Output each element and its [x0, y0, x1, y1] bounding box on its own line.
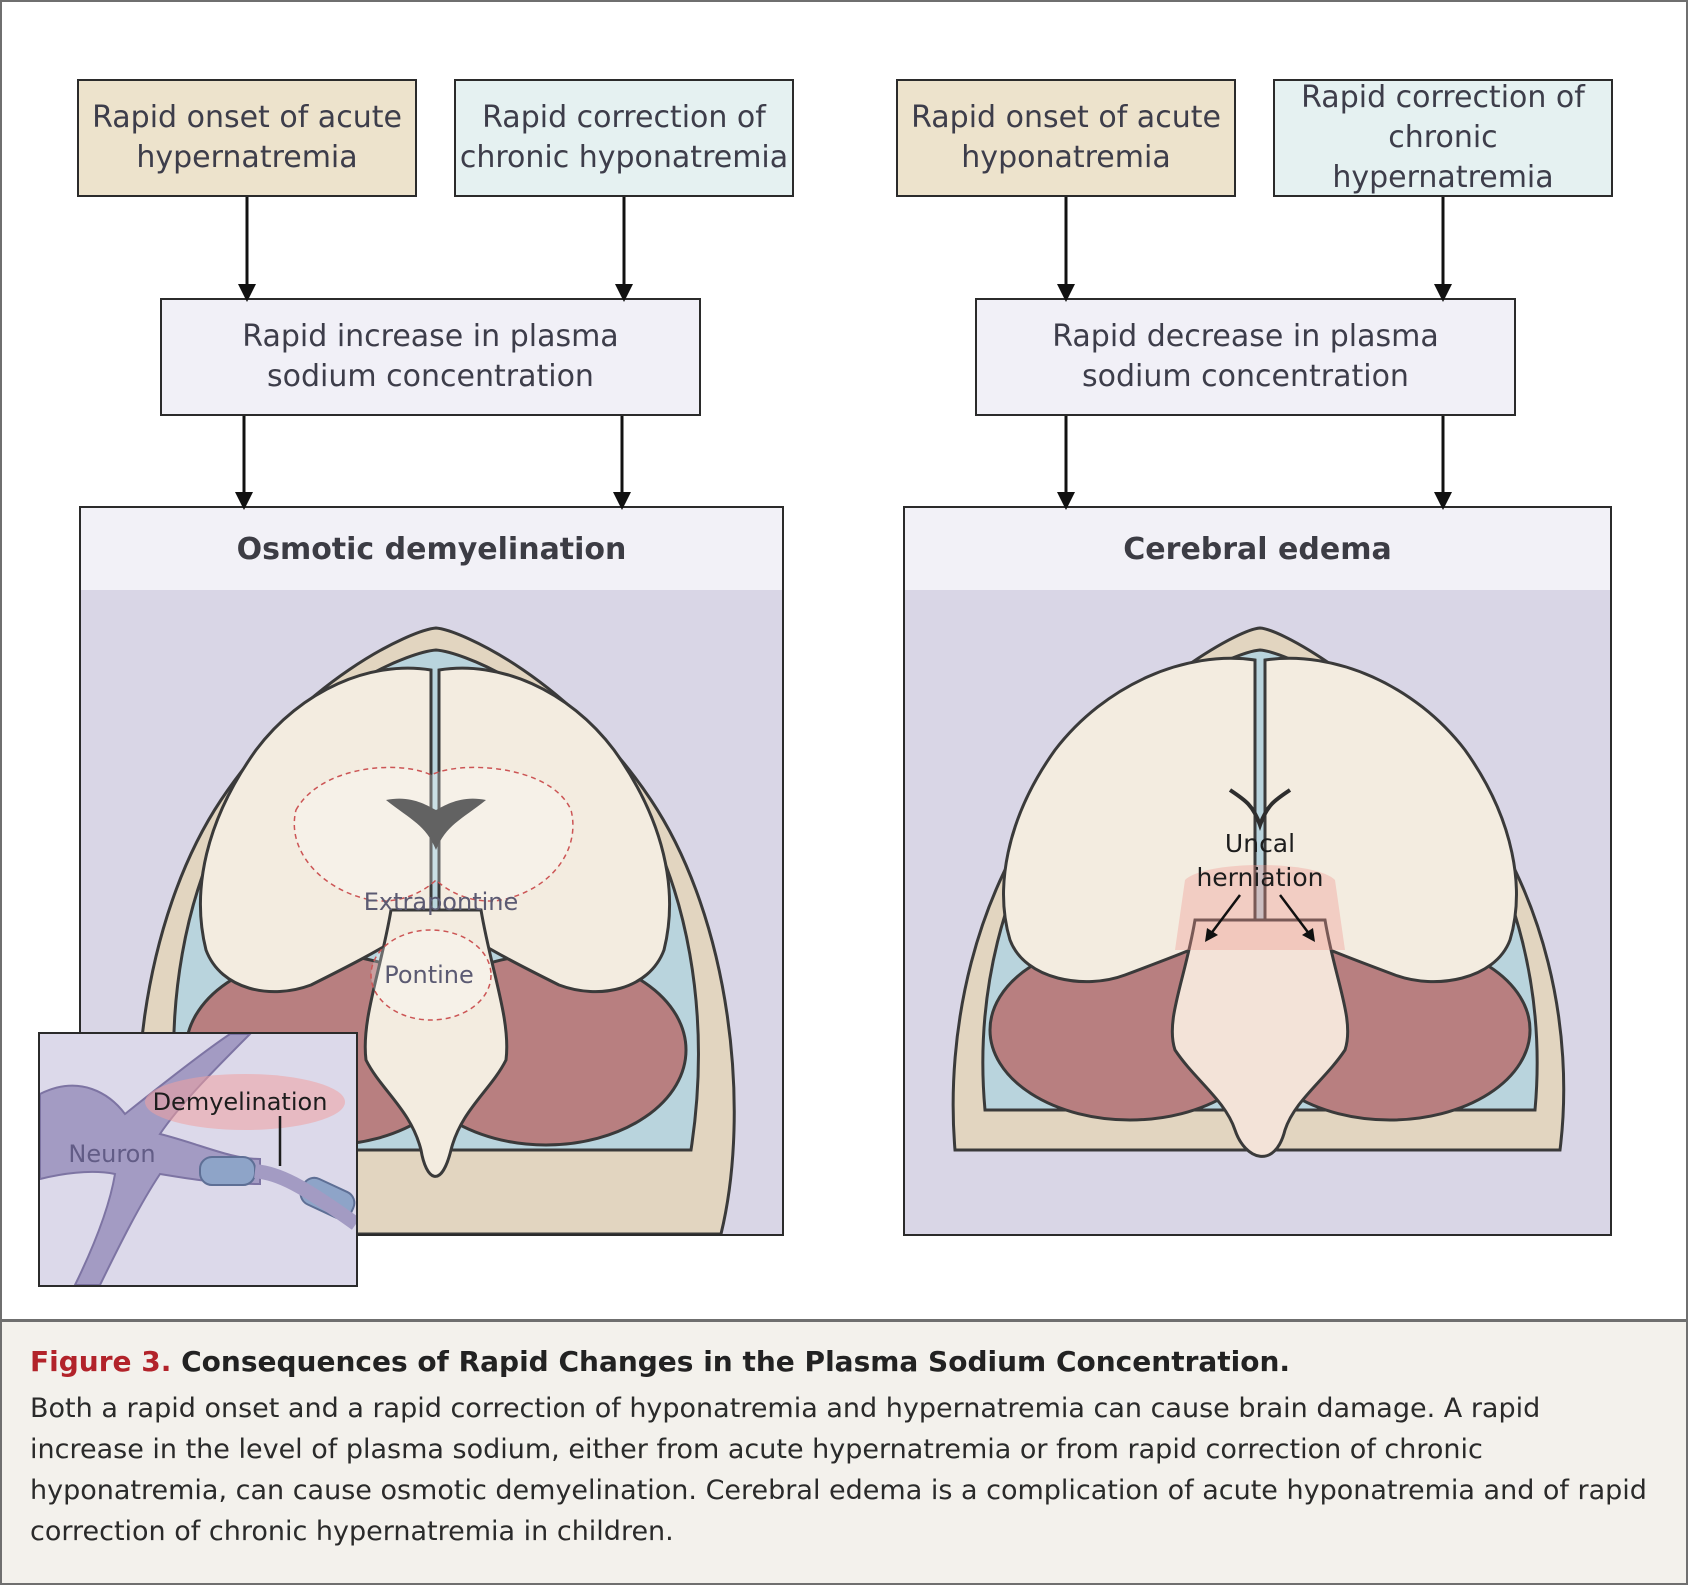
caption-body: Both a rapid onset and a rapid correctio… — [30, 1393, 1647, 1547]
label-neuron: Neuron — [68, 1140, 155, 1168]
brainstem — [363, 908, 509, 1178]
pontine-region — [370, 929, 492, 1021]
label-uncal: Uncal — [1225, 829, 1295, 858]
box-rapid-onset-acute-hyponatremia: Rapid onset of acute hyponatremia — [896, 79, 1236, 197]
box-rapid-onset-acute-hypernatremia: Rapid onset of acute hypernatremia — [77, 79, 417, 197]
brain-right-hemisphere — [1263, 656, 1518, 984]
box-rapid-correction-chronic-hyponatremia: Rapid correction of chronic hyponatremia — [454, 79, 794, 197]
neuron-body — [40, 1034, 261, 1285]
brain-right-hemisphere — [437, 666, 672, 993]
panel-title-osmotic-demyelination: Osmotic demyelination — [79, 506, 784, 592]
caption-heading: Consequences of Rapid Changes in the Pla… — [181, 1345, 1291, 1378]
axon — [254, 1164, 356, 1230]
myelin-sheath-1 — [199, 1156, 256, 1186]
brain-left-hemisphere — [1002, 656, 1257, 984]
demyelination-glow — [145, 1074, 345, 1130]
figure-caption: Figure 3. Consequences of Rapid Changes … — [2, 1319, 1686, 1583]
caption-title: Figure 3. Consequences of Rapid Changes … — [30, 1342, 1658, 1382]
box-rapid-correction-chronic-hypernatremia: Rapid correction of chronic hypernatremi… — [1273, 79, 1613, 197]
brainstem — [1170, 918, 1350, 1158]
cerebral-edema-illustration: Uncal herniation — [903, 590, 1612, 1236]
label-demyelination: Demyelination — [153, 1088, 328, 1116]
extrapontine-region — [293, 766, 574, 902]
panel-title-cerebral-edema: Cerebral edema — [903, 506, 1612, 592]
box-rapid-increase-plasma-sodium: Rapid increase in plasma sodium concentr… — [160, 298, 701, 416]
neuron-demyelination-inset: Demyelination Neuron — [38, 1032, 358, 1287]
ventricle — [386, 798, 486, 850]
label-herniation: herniation — [1196, 863, 1323, 892]
brain-left-hemisphere — [198, 666, 433, 993]
caption-figure-label: Figure 3. — [30, 1345, 172, 1378]
herniation-glow — [1175, 865, 1345, 950]
ventricle — [1228, 788, 1292, 832]
box-rapid-decrease-plasma-sodium: Rapid decrease in plasma sodium concentr… — [975, 298, 1516, 416]
label-extrapontine: Extrapontine — [364, 888, 519, 916]
label-pontine: Pontine — [384, 961, 474, 989]
